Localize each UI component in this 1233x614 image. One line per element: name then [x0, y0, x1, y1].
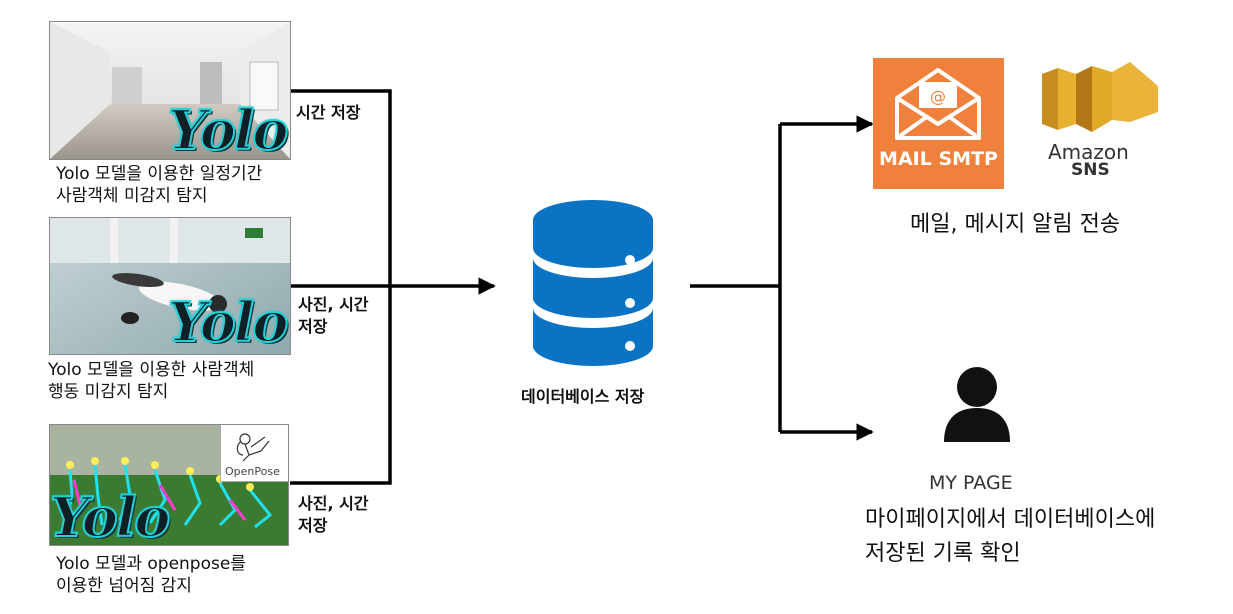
mail-smtp-text: MAIL SMTP: [879, 148, 998, 170]
caption-input-3: Yolo 모델과 openpose를 이용한 넘어짐 감지: [56, 553, 246, 597]
empty-room-image: [50, 22, 290, 159]
amazon-sns-icon: [1042, 62, 1158, 132]
caption-input-2: Yolo 모델을 이용한 사람객체 행동 미감지 탐지: [48, 359, 254, 403]
arrow-label-1-line-1: 시간 저장: [296, 103, 361, 122]
amazon-sns-text-bottom: SNS: [1071, 160, 1110, 180]
arrow-label-3-line-2: 저장: [298, 516, 328, 535]
connector-line-3: [290, 286, 392, 485]
mypage-caption-line-2: 저장된 기록 확인: [865, 541, 1021, 566]
connector-line-1: [290, 89, 392, 286]
mypage-caption: 마이페이지에서 데이터베이스에 저장된 기록 확인: [865, 503, 1155, 571]
amazon-sns-text-top: Amazon: [1048, 140, 1129, 164]
database-icon: [533, 200, 653, 366]
arrow-label-2-line-2: 저장: [298, 317, 328, 336]
photo-fallen-person: Yolo: [49, 217, 291, 355]
arrow-label-2-line-1: 사진, 시간: [298, 295, 369, 314]
caption-input-3-line-1: Yolo 모델과 openpose를: [56, 554, 246, 574]
arrow-label-2: 사진, 시간 저장: [298, 294, 369, 338]
caption-input-1: Yolo 모델을 이용한 일정기간 사람객체 미감지 탐지: [56, 163, 262, 207]
mail-icon: @: [895, 68, 981, 140]
photo-openpose-sequence: OpenPose Yolo: [49, 424, 289, 546]
arrow-label-1: 시간 저장: [296, 102, 360, 124]
notify-caption: 메일, 메시지 알림 전송: [910, 212, 1121, 237]
mypage-caption-line-1: 마이페이지에서 데이터베이스에: [865, 507, 1156, 532]
svg-text:@: @: [930, 87, 946, 106]
caption-input-1-line-1: Yolo 모델을 이용한 일정기간: [56, 164, 263, 184]
openpose-sequence-image: [50, 425, 288, 545]
arrow-label-3: 사진, 시간 저장: [298, 493, 369, 537]
yolo-badge: Yolo: [167, 289, 289, 354]
caption-input-1-line-2: 사람객체 미감지 탐지: [56, 186, 208, 206]
caption-input-3-line-2: 이용한 넘어짐 감지: [56, 576, 192, 596]
fallen-person-image: [50, 218, 290, 354]
user-icon: [944, 367, 1010, 442]
yolo-badge: Yolo: [50, 484, 171, 546]
yolo-badge: Yolo: [167, 97, 289, 160]
mail-smtp-logo: @ MAIL SMTP: [873, 58, 1004, 189]
arrow-label-3-line-1: 사진, 시간: [298, 494, 369, 513]
caption-input-2-line-1: Yolo 모델을 이용한 사람객체: [48, 360, 255, 380]
caption-input-2-line-2: 행동 미감지 탐지: [48, 382, 169, 402]
mypage-title: MY PAGE: [929, 472, 1013, 494]
openpose-logo-icon: [236, 433, 270, 462]
database-label: 데이터베이스 저장: [521, 387, 645, 406]
openpose-logo-text: OpenPose: [225, 465, 280, 478]
photo-empty-room: Yolo: [49, 21, 291, 160]
openpose-logo: OpenPose: [220, 425, 288, 482]
